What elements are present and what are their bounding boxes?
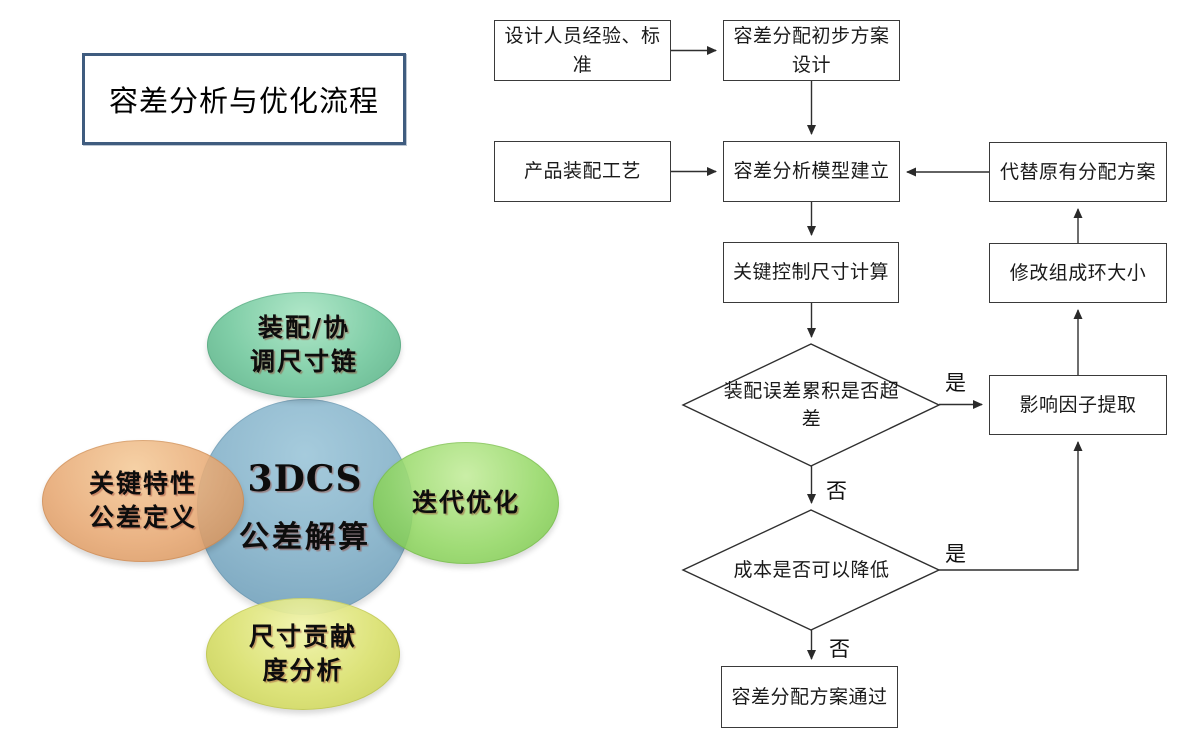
flow-box-modify-ring: 修改组成环大小 [989, 243, 1167, 303]
flow-box-initial-scheme: 容差分配初步方案设计 [723, 20, 900, 81]
flow-box-designer-experience: 设计人员经验、标准 [494, 20, 671, 81]
branch-yes-2: 是 [945, 542, 966, 566]
assembly-chain-label: 装配/协 调尺寸链 [207, 292, 401, 398]
assembly-chain-line1: 装配/协 [257, 313, 351, 343]
flow-box-replace-scheme-label: 代替原有分配方案 [999, 160, 1156, 183]
branch-no-1: 否 [826, 479, 847, 503]
title-box: 容差分析与优化流程 [82, 53, 406, 145]
ellipse-contribution-analysis [206, 598, 400, 710]
iterative-optimization-label: 迭代优化 [373, 442, 559, 564]
flow-box-replace-scheme: 代替原有分配方案 [989, 142, 1167, 202]
branch-no-2: 否 [829, 637, 850, 661]
flow-box-analysis-model-label: 容差分析模型建立 [733, 160, 890, 183]
flow-box-key-dimension-calc-label: 关键控制尺寸计算 [732, 261, 889, 284]
flow-box-designer-experience-label: 设计人员经验、标准 [504, 25, 661, 76]
key-characteristic-line2: 公差定义 [88, 503, 197, 532]
decision-cost-label: 成本是否可以降低 [721, 545, 902, 595]
flow-box-factor-extraction: 影响因子提取 [989, 375, 1167, 435]
branch-yes-1: 是 [945, 371, 966, 395]
iterative-optimization-line1: 迭代优化 [411, 488, 520, 518]
contribution-analysis-label: 尺寸贡献 度分析 [206, 598, 400, 710]
flow-box-scheme-approved-label: 容差分配方案通过 [731, 685, 888, 708]
flow-box-factor-extraction-label: 影响因子提取 [1019, 393, 1137, 416]
core-label: 3DCS 公差解算 [197, 399, 413, 615]
decision-cost-text: 成本是否可以降低 [733, 558, 890, 581]
decision-accumulation-text: 装配误差累积是否超差 [723, 379, 900, 431]
decision-diamond-accumulation [681, 343, 941, 467]
contribution-analysis-line2: 度分析 [262, 656, 344, 685]
ellipse-key-characteristic [42, 440, 244, 562]
flow-box-modify-ring-label: 修改组成环大小 [1009, 261, 1147, 284]
flow-box-analysis-model: 容差分析模型建立 [723, 141, 900, 202]
flow-box-scheme-approved: 容差分配方案通过 [721, 666, 898, 728]
decision-accumulation-label: 装配误差累积是否超差 [721, 374, 902, 436]
key-characteristic-label: 关键特性 公差定义 [42, 440, 244, 562]
ellipse-iterative-optimization [373, 442, 559, 564]
page-title: 容差分析与优化流程 [108, 84, 379, 118]
flow-box-key-dimension-calc: 关键控制尺寸计算 [723, 242, 899, 303]
contribution-analysis-line1: 尺寸贡献 [248, 622, 357, 652]
core-title: 3DCS [247, 458, 363, 501]
key-characteristic-line1: 关键特性 [88, 469, 197, 499]
flow-box-initial-scheme-label: 容差分配初步方案设计 [733, 25, 890, 76]
flow-box-assembly-process: 产品装配工艺 [494, 141, 671, 202]
core-subtitle: 公差解算 [239, 520, 371, 556]
decision-diamond-cost [681, 509, 941, 631]
assembly-chain-line2: 调尺寸链 [249, 347, 358, 376]
ellipse-assembly-chain [207, 292, 401, 398]
flow-box-assembly-process-label: 产品装配工艺 [523, 160, 641, 183]
